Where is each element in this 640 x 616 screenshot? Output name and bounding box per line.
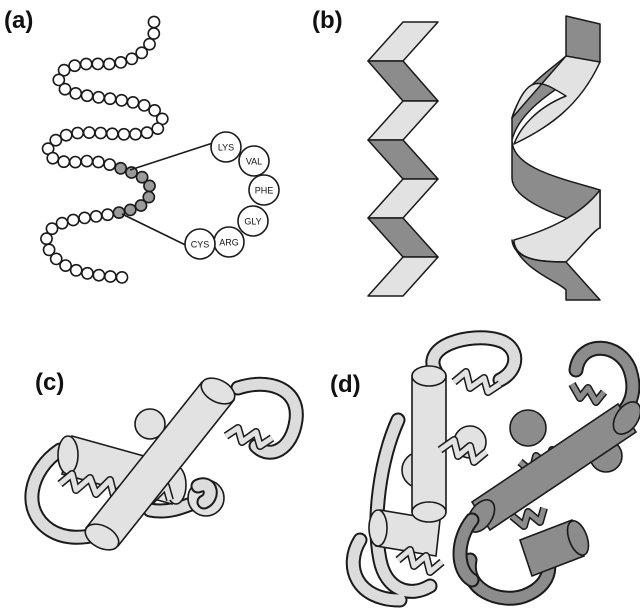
beta-sheet-face xyxy=(368,140,438,179)
val-label: VAL xyxy=(246,157,262,167)
chain-bead xyxy=(60,260,71,271)
beta-sheet-face xyxy=(368,179,438,218)
chain-bead xyxy=(115,57,126,68)
chain-bead xyxy=(118,129,129,140)
panel-d: (d) xyxy=(330,338,640,600)
chain-bead xyxy=(102,209,113,220)
chain-bead xyxy=(91,211,102,222)
chain-bead xyxy=(81,156,92,167)
highlighted-bead xyxy=(144,180,155,191)
chain-bead xyxy=(141,127,152,138)
chain-bead xyxy=(104,58,115,69)
residue-val: VAL xyxy=(239,146,269,176)
chain-bead xyxy=(105,93,116,104)
beta-sheet-face xyxy=(368,61,438,101)
panel-a: (a) LYS VAL PHE GLY ARG CYS xyxy=(4,7,279,283)
chain-bead xyxy=(93,270,104,281)
chain-bead xyxy=(93,92,104,103)
beta-sheet-face xyxy=(368,218,438,257)
residue-lys: LYS xyxy=(211,132,241,162)
panel-a-label: (a) xyxy=(4,7,33,34)
chain-bead xyxy=(41,233,52,244)
phe-label: PHE xyxy=(255,186,274,196)
beta-sheet-face xyxy=(368,257,438,296)
residue-arg: ARG xyxy=(214,227,244,257)
beta-sheet-face xyxy=(368,22,438,61)
chain-bead xyxy=(148,16,159,27)
chain-bead xyxy=(69,60,80,71)
alpha-helix-ribbon xyxy=(512,16,600,300)
chain-bead xyxy=(84,127,95,138)
helix-end-cap xyxy=(510,410,546,446)
helix-front-face xyxy=(512,56,600,144)
panel-c-label: (c) xyxy=(35,369,64,396)
helix-cylinder-light xyxy=(412,366,446,522)
chain-bead xyxy=(82,268,93,279)
chain-bead xyxy=(70,157,81,168)
highlighted-bead xyxy=(125,204,136,215)
highlighted-bead xyxy=(115,163,126,174)
gly-label: GLY xyxy=(244,217,261,227)
residue-cys: CYS xyxy=(185,229,215,259)
chain-bead xyxy=(61,130,72,141)
chain-bead xyxy=(92,58,103,69)
beta-sheet-face xyxy=(368,101,438,140)
chain-bead xyxy=(95,127,106,138)
chain-bead xyxy=(93,156,104,167)
residue-gly: GLY xyxy=(238,206,268,236)
lys-label: LYS xyxy=(218,143,234,153)
chain-bead xyxy=(152,123,163,134)
zoom-line-top xyxy=(130,140,222,170)
chain-bead xyxy=(104,159,115,170)
chain-bead xyxy=(70,88,81,99)
beta-sheet-zigzag xyxy=(368,22,438,296)
chain-bead xyxy=(127,97,138,108)
arg-label: ARG xyxy=(219,238,239,248)
chain-bead xyxy=(130,129,141,140)
chain-bead xyxy=(116,272,127,283)
chain-bead xyxy=(107,128,118,139)
chain-bead xyxy=(79,212,90,223)
panel-b: (b) xyxy=(312,7,600,300)
chain-bead xyxy=(47,153,58,164)
chain-bead xyxy=(82,90,93,101)
chain-bead xyxy=(59,84,70,95)
chain-bead xyxy=(72,127,83,138)
panel-c: (c) xyxy=(32,369,296,555)
chain-bead xyxy=(105,271,116,282)
chain-bead xyxy=(116,95,127,106)
chain-bead xyxy=(71,265,82,276)
cys-label: CYS xyxy=(191,240,210,250)
chain-bead xyxy=(139,100,150,111)
helix-cylinder-dark xyxy=(520,518,593,576)
chain-bead xyxy=(126,53,137,64)
residue-phe: PHE xyxy=(249,175,279,205)
panel-b-label: (b) xyxy=(312,7,343,34)
chain-bead xyxy=(58,156,69,167)
chain-bead xyxy=(81,58,92,69)
chain-bead xyxy=(68,214,79,225)
panel-d-label: (d) xyxy=(330,371,361,398)
highlighted-bead xyxy=(135,200,146,211)
tertiary-structure xyxy=(32,373,296,555)
highlighted-bead xyxy=(113,207,124,218)
quaternary-structure xyxy=(353,338,640,600)
chain-bead xyxy=(148,28,159,39)
amino-acid-bead-chain xyxy=(41,16,168,283)
